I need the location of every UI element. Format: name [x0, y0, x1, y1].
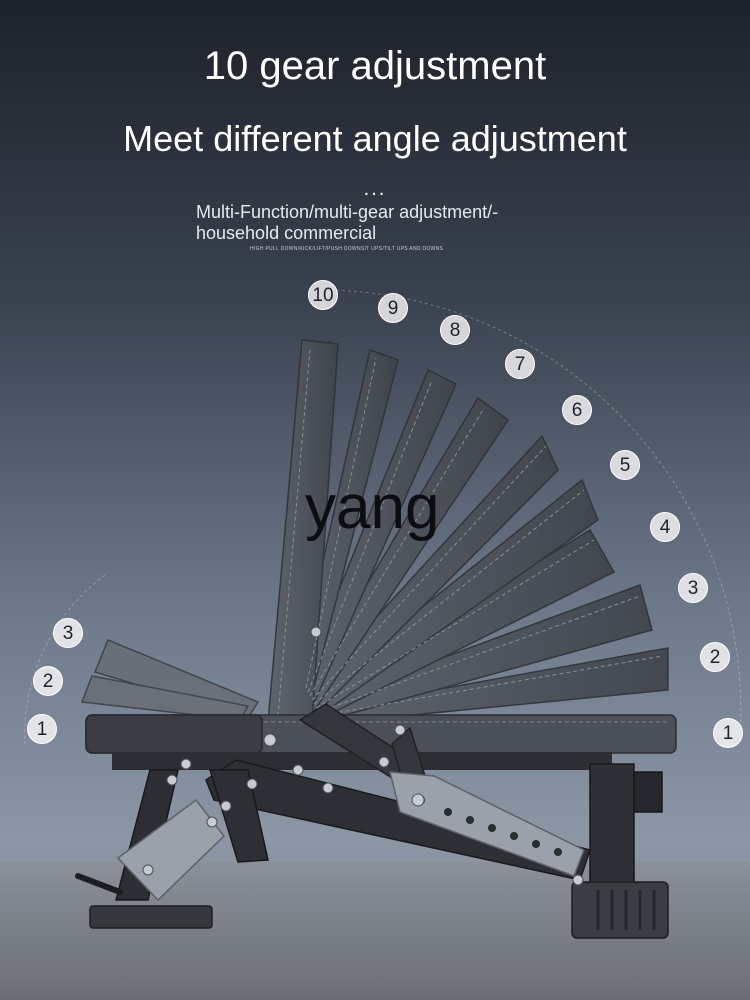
foot-bar	[75, 873, 123, 895]
subheadline: Meet different angle adjustment	[123, 118, 627, 159]
seat-gear-3: 3	[53, 618, 83, 648]
backrest-gear-4: 4	[650, 512, 680, 542]
watermark: yang	[305, 473, 440, 542]
rear-foot	[571, 881, 669, 939]
gear-plate	[389, 771, 585, 877]
backrest-gear-3: 3	[678, 573, 708, 603]
backrest-gear-6: 6	[562, 395, 592, 425]
seat-gear-2: 2	[33, 666, 63, 696]
seat-gear-1: 1	[27, 714, 57, 744]
small-caption: HIGH PULL DOWN/KICK/LIFT/PUSH DOWNSIT UP…	[250, 246, 444, 252]
backrest-gear-2: 2	[700, 642, 730, 672]
backrest-positions	[267, 339, 669, 725]
backrest-gear-10: 10	[308, 280, 338, 310]
bolts	[142, 626, 584, 886]
feature-description: Multi-Function/multi-gear adjustment/- h…	[196, 202, 616, 244]
backrest-gear-1: 1	[713, 718, 743, 748]
headline: 10 gear adjustment	[203, 44, 547, 88]
front-foot	[89, 905, 213, 929]
backrest-gear-9: 9	[378, 293, 408, 323]
seat-arc-guide	[24, 574, 106, 746]
backrest-gear-8: 8	[440, 315, 470, 345]
feature-line-2: household commercial	[196, 223, 377, 243]
feature-line-1: Multi-Function/multi-gear adjustment/-	[196, 202, 499, 222]
adjustment-rail	[205, 759, 591, 881]
backrest-arc-guide	[317, 289, 742, 736]
seat-positions	[80, 639, 260, 721]
front-plate	[116, 798, 226, 902]
seat-pad	[85, 714, 263, 754]
backrest-gear-7: 7	[505, 349, 535, 379]
ellipsis: ...	[363, 178, 387, 200]
backrest-gear-5: 5	[610, 450, 640, 480]
